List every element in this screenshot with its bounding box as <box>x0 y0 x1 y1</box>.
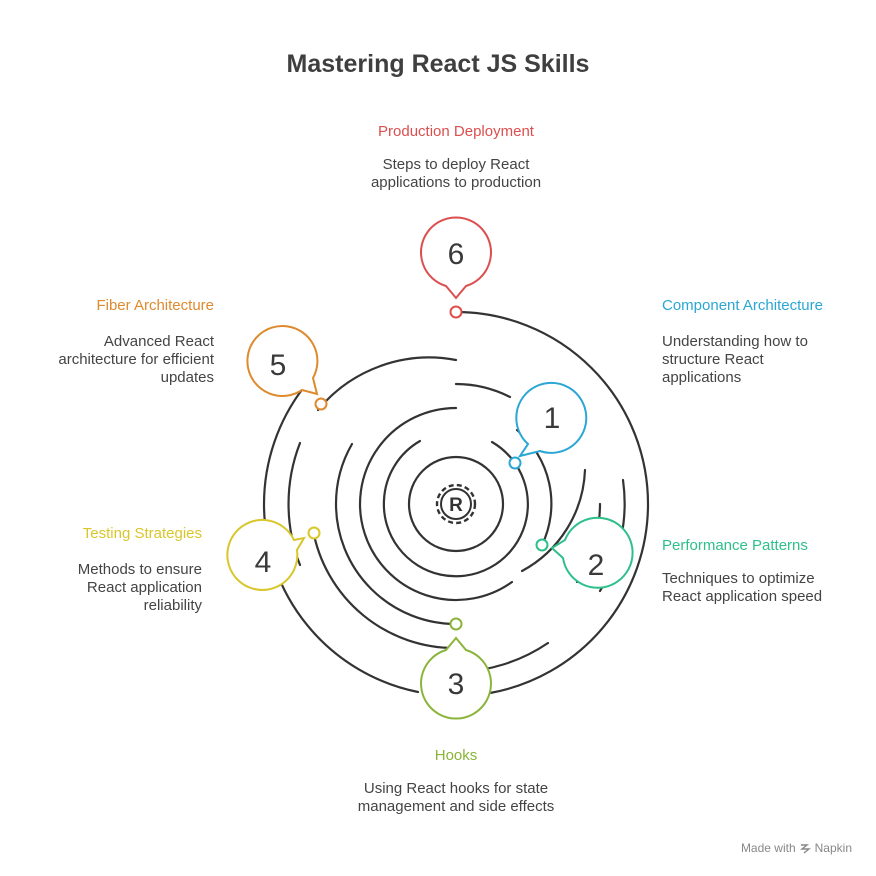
napkin-logo-icon <box>799 843 811 854</box>
step-4-label: Testing Strategies <box>82 525 202 542</box>
step-3-bubble: 3 <box>420 617 492 720</box>
step-1-description: Understanding how to structure React app… <box>662 333 808 386</box>
step-2-connector-dot <box>535 538 549 552</box>
step-1-connector-dot <box>508 456 522 470</box>
step-2-description: Techniques to optimize React application… <box>662 570 823 605</box>
step-2-bubble: 2 <box>535 516 634 589</box>
ring-arc-3 <box>454 382 512 399</box>
step-2-label: Performance Patterns <box>662 537 808 554</box>
step-4-description: Methods to ensure React application reli… <box>77 561 202 614</box>
step-1-bubble: 1 <box>508 381 588 470</box>
step-5-description: Advanced React architecture for efficien… <box>58 333 214 386</box>
step-6-bubble: 6 <box>420 216 492 319</box>
step-4-number: 4 <box>255 546 272 579</box>
ring-arc-6 <box>454 310 650 506</box>
step-5-bubble: 5 <box>246 325 328 411</box>
step-1-number: 1 <box>544 402 561 435</box>
svg-text:R: R <box>449 495 463 516</box>
step-4-connector-dot <box>307 526 321 540</box>
step-3-description: Using React hooks for state management a… <box>357 780 555 815</box>
step-6-label: Production Deployment <box>378 123 534 140</box>
step-6-description: Steps to deploy React applications to pr… <box>370 156 542 191</box>
ring-arc-6b <box>488 502 650 695</box>
step-3-number: 3 <box>448 668 465 701</box>
ring-arc-3c <box>334 502 458 626</box>
ring-arc-1b <box>382 439 422 502</box>
ring-arc-1 <box>382 440 529 578</box>
ring-arc-4c <box>316 356 458 412</box>
step-1-label: Component Architecture <box>662 297 823 314</box>
step-3-connector-dot <box>449 617 463 631</box>
ring-arc-2b <box>358 406 514 602</box>
step-2-number: 2 <box>588 549 605 582</box>
step-6-connector-dot <box>449 305 463 319</box>
step-6-number: 6 <box>448 238 465 271</box>
step-3-label: Hooks <box>434 747 478 764</box>
step-5-connector-dot <box>314 397 328 411</box>
ring-arc-4b <box>311 528 458 650</box>
ring-arc-6d <box>262 385 306 506</box>
step-5-label: Fiber Architecture <box>96 297 214 314</box>
step-5-number: 5 <box>270 349 287 382</box>
ring-arc-3b <box>520 468 587 573</box>
made-with-text: Made with <box>740 841 796 855</box>
ring-arc-3d <box>334 442 354 506</box>
core-circle <box>407 455 505 553</box>
made-with-napkin-badge: Made with Napkin <box>741 841 852 855</box>
diagram-title: Mastering React JS Skills <box>286 50 590 78</box>
napkin-brand-text: Napkin <box>814 841 852 855</box>
react-gear-icon: R <box>435 483 477 525</box>
step-4-bubble: 4 <box>226 518 321 591</box>
